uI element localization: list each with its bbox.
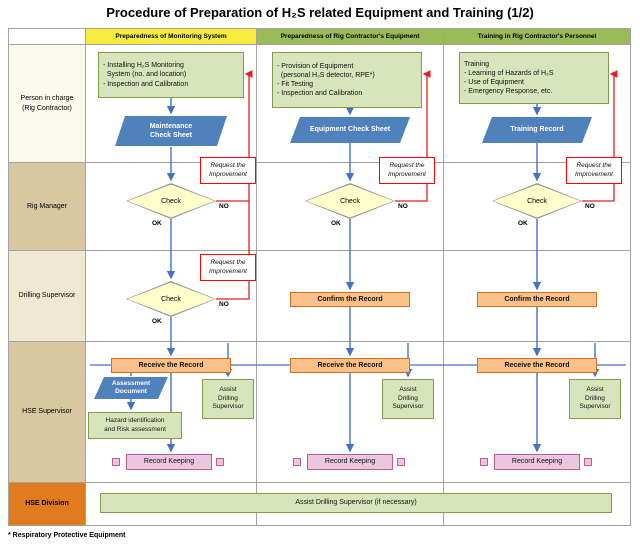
task-provision-equipment: - Provision of Equipment (personal H₂S d…	[272, 52, 422, 108]
assist-drilling-supervisor-box: Assist Drilling Supervisor	[382, 379, 434, 419]
column-header-equipment: Preparedness of Rig Contractor's Equipme…	[257, 29, 443, 44]
ok-label: OK	[152, 220, 162, 227]
row-header-rig-manager: Rig Manager	[9, 163, 85, 250]
record-connector-square	[293, 458, 301, 466]
record-connector-square	[397, 458, 405, 466]
request-improvement-box: Request the Improvement	[200, 157, 256, 184]
receive-record-box: Receive the Record	[111, 358, 231, 373]
task-install-monitoring: - Installing H₂S Monitoring System (no. …	[98, 52, 244, 98]
ok-label: OK	[518, 220, 528, 227]
decision-check-monitoring-1: Check	[126, 183, 216, 219]
ok-label: OK	[331, 220, 341, 227]
request-improvement-box: Request the Improvement	[379, 157, 435, 184]
document-training-record: Training Record	[482, 117, 592, 143]
receive-record-box: Receive the Record	[477, 358, 597, 373]
row-header-person-in-charge: Person in charge (Rig Contractor)	[9, 45, 85, 162]
row-header-hse-supervisor: HSE Supervisor	[9, 342, 85, 482]
task-training: Training - Learning of Hazards of H₂S - …	[459, 52, 609, 104]
ok-label: OK	[152, 318, 162, 325]
record-connector-square	[216, 458, 224, 466]
record-keeping-box: Record Keeping	[494, 454, 580, 470]
decision-label: Check	[527, 197, 547, 205]
feedback-arrows-red	[216, 70, 618, 300]
no-label: NO	[219, 203, 229, 210]
decision-label: Check	[161, 197, 181, 205]
document-maintenance-check-sheet: Maintenance Check Sheet	[115, 116, 227, 146]
decision-label: Check	[340, 197, 360, 205]
record-connector-square	[584, 458, 592, 466]
corner-cell	[9, 29, 85, 44]
confirm-record-box: Confirm the Record	[477, 292, 597, 307]
assist-drilling-supervisor-box: Assist Drilling Supervisor	[202, 379, 254, 419]
column-header-training: Training in Rig Contractor's Personnel	[444, 29, 630, 44]
no-label: NO	[398, 203, 408, 210]
decision-check-monitoring-2: Check	[126, 281, 216, 317]
record-connector-square	[480, 458, 488, 466]
no-label: NO	[585, 203, 595, 210]
request-improvement-box: Request the Improvement	[566, 157, 622, 184]
diagram-title: Procedure of Preparation of H₂S related …	[106, 5, 534, 20]
record-keeping-box: Record Keeping	[307, 454, 393, 470]
record-connector-square	[112, 458, 120, 466]
footnote: * Respiratory Protective Equipment	[8, 532, 126, 539]
document-assessment: Assessment Document	[94, 377, 168, 399]
feedback-arrow	[395, 70, 431, 202]
feedback-arrow	[582, 70, 618, 202]
request-improvement-box: Request the Improvement	[200, 254, 256, 281]
assist-drilling-supervisor-box: Assist Drilling Supervisor	[569, 379, 621, 419]
decision-label: Check	[161, 295, 181, 303]
row-header-hse-division: HSE Division	[9, 483, 85, 525]
row-header-drilling-supervisor: Drilling Supervisor	[9, 251, 85, 341]
decision-check-training: Check	[492, 183, 582, 219]
confirm-record-box: Confirm the Record	[290, 292, 410, 307]
no-label: NO	[219, 301, 229, 308]
receive-record-box: Receive the Record	[290, 358, 410, 373]
record-keeping-box: Record Keeping	[126, 454, 212, 470]
decision-check-equipment: Check	[305, 183, 395, 219]
document-equipment-check-sheet: Equipment Check Sheet	[290, 117, 410, 143]
feedback-arrow	[216, 70, 253, 300]
hazard-identification-box: Hazard identification and Risk assessmen…	[88, 412, 182, 439]
column-header-monitoring: Preparedness of Monitoring System	[86, 29, 256, 44]
hse-division-assist-box: Assist Drilling Supervisor (if necessary…	[100, 493, 612, 513]
